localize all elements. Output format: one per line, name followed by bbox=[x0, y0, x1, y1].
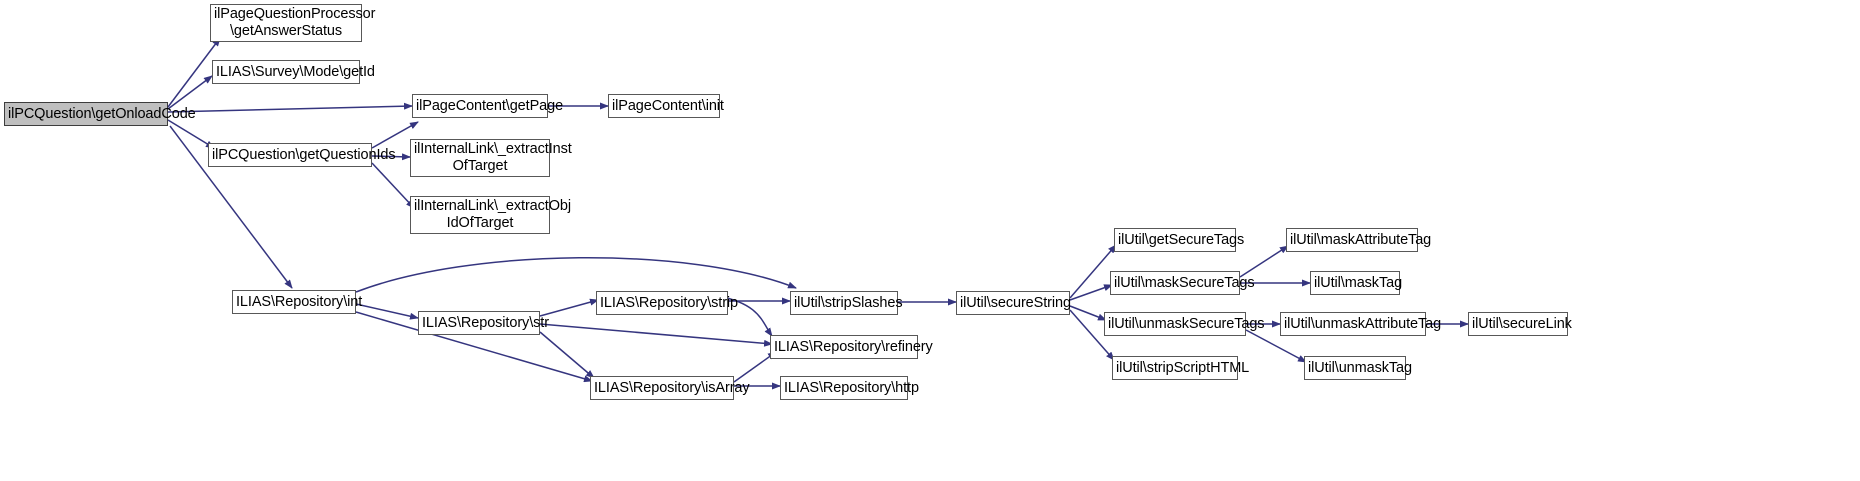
graph-node-label: ilPCQuestion\getOnloadCode bbox=[8, 105, 196, 122]
graph-node-label: ilPageContent\getPage bbox=[416, 97, 564, 114]
graph-node-label: ilUtil\maskAttributeTag bbox=[1290, 231, 1432, 248]
graph-node-label: ilUtil\secureString bbox=[960, 294, 1071, 311]
graph-node-label: ILIAS\Repository\strip bbox=[600, 294, 739, 311]
graph-node-label: ILIAS\Repository\refinery bbox=[774, 338, 933, 355]
graph-node[interactable]: ilUtil\maskSecureTags bbox=[1110, 271, 1255, 295]
graph-node[interactable]: ilPageContent\getPage bbox=[412, 94, 564, 118]
graph-node[interactable]: ilInternalLink\_extractInst OfTarget bbox=[410, 139, 572, 177]
graph-node[interactable]: ilUtil\secureLink bbox=[1468, 312, 1572, 336]
graph-node-label: ilUtil\maskSecureTags bbox=[1114, 274, 1255, 291]
graph-node-label: ILIAS\Repository\str bbox=[422, 314, 549, 331]
graph-node-label: ilUtil\stripSlashes bbox=[794, 294, 903, 311]
graph-edge bbox=[1239, 245, 1289, 278]
graph-edge bbox=[1069, 284, 1113, 301]
graph-node-label: ILIAS\Repository\isArray bbox=[594, 379, 750, 396]
graph-node[interactable]: ILIAS\Survey\Mode\getId bbox=[212, 60, 375, 84]
graph-node[interactable]: ilUtil\stripScriptHTML bbox=[1112, 356, 1250, 380]
graph-node[interactable]: ILIAS\Repository\str bbox=[418, 311, 549, 335]
graph-edge bbox=[371, 162, 415, 209]
graph-node[interactable]: ilPageContent\init bbox=[608, 94, 724, 118]
graph-edge bbox=[539, 298, 599, 317]
graph-node[interactable]: ilUtil\unmaskTag bbox=[1304, 356, 1412, 380]
graph-node[interactable]: ilUtil\unmaskAttributeTag bbox=[1280, 312, 1442, 336]
graph-edges bbox=[167, 37, 1469, 390]
graph-node[interactable]: ILIAS\Repository\http bbox=[780, 376, 919, 400]
graph-node[interactable]: ilPCQuestion\getQuestionIds bbox=[208, 143, 396, 167]
graph-node[interactable]: ilInternalLink\_extractObj IdOfTarget bbox=[410, 196, 571, 234]
graph-node[interactable]: ilUtil\getSecureTags bbox=[1114, 228, 1245, 252]
graph-node[interactable]: ilPageQuestionProcessor \getAnswerStatus bbox=[210, 4, 376, 42]
graph-node-label: ILIAS\Repository\http bbox=[784, 379, 919, 396]
graph-edge bbox=[355, 257, 797, 293]
graph-edge bbox=[539, 331, 595, 379]
graph-edge bbox=[355, 303, 419, 320]
graph-node[interactable]: ILIAS\Repository\refinery bbox=[770, 335, 933, 359]
graph-node-label: ilUtil\unmaskSecureTags bbox=[1108, 315, 1265, 332]
graph-node[interactable]: ilUtil\maskAttributeTag bbox=[1286, 228, 1432, 252]
graph-node-label: ilUtil\secureLink bbox=[1472, 315, 1572, 332]
graph-edge bbox=[167, 102, 413, 113]
graph-node[interactable]: ilUtil\secureString bbox=[956, 291, 1071, 315]
graph-node[interactable]: ilUtil\unmaskSecureTags bbox=[1104, 312, 1265, 336]
graph-node[interactable]: ilUtil\maskTag bbox=[1310, 271, 1403, 295]
graph-edge bbox=[1069, 305, 1107, 321]
graph-node[interactable]: ILIAS\Repository\isArray bbox=[590, 376, 750, 400]
graph-node[interactable]: ILIAS\Repository\int bbox=[232, 290, 363, 314]
graph-node[interactable]: ILIAS\Repository\strip bbox=[596, 291, 739, 315]
graph-edge bbox=[539, 323, 773, 347]
graph-node-root[interactable]: ilPCQuestion\getOnloadCode bbox=[4, 102, 196, 126]
graph-node-label: ilUtil\unmaskAttributeTag bbox=[1284, 315, 1442, 332]
graph-edge bbox=[167, 75, 213, 110]
graph-node-label: ilPageContent\init bbox=[612, 97, 724, 114]
graph-node[interactable]: ilUtil\stripSlashes bbox=[790, 291, 903, 315]
graph-node-label: ILIAS\Survey\Mode\getId bbox=[216, 63, 375, 80]
graph-node-label: ilPCQuestion\getQuestionIds bbox=[212, 146, 396, 163]
graph-node-label: ilUtil\unmaskTag bbox=[1308, 359, 1412, 376]
graph-node-label: ilUtil\maskTag bbox=[1314, 274, 1403, 291]
graph-node-label: ilPageQuestionProcessor \getAnswerStatus bbox=[214, 6, 376, 39]
graph-node-label: ilInternalLink\_extractObj IdOfTarget bbox=[414, 198, 571, 231]
graph-node-label: ilInternalLink\_extractInst OfTarget bbox=[414, 141, 572, 174]
graph-node-label: ilUtil\getSecureTags bbox=[1118, 231, 1245, 248]
graph-node-label: ILIAS\Repository\int bbox=[236, 293, 363, 310]
graph-node-label: ilUtil\stripScriptHTML bbox=[1116, 359, 1250, 376]
